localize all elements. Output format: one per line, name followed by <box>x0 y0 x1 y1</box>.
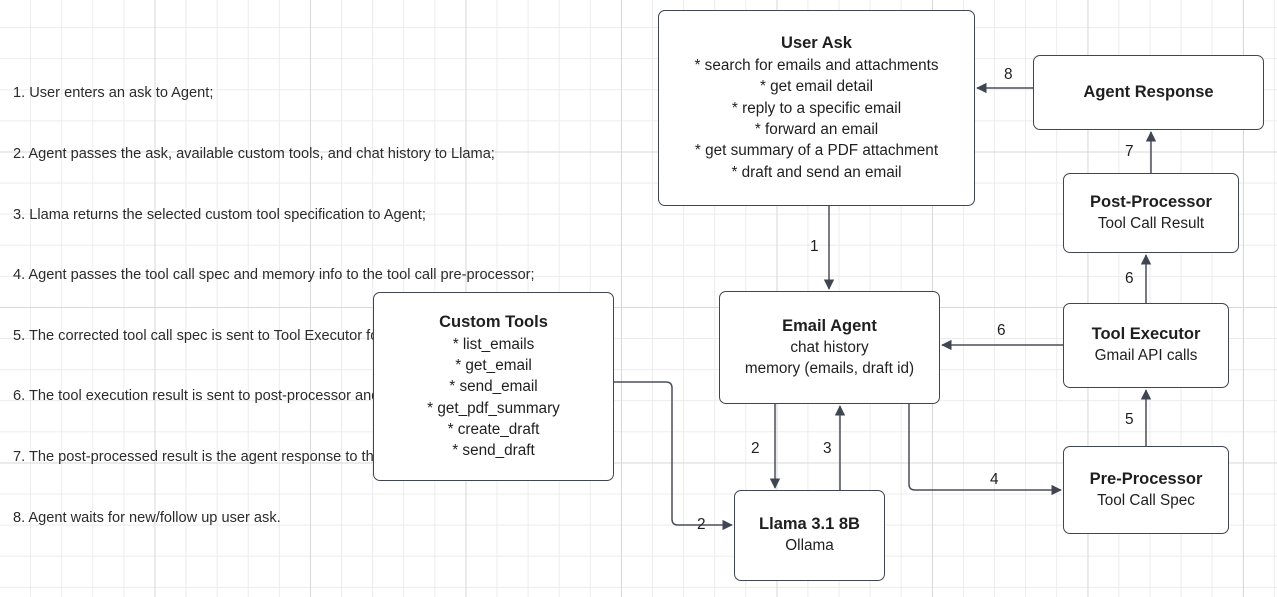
node-llama-title: Llama 3.1 8B <box>759 515 860 534</box>
node-custom-tools-list: * list_emails * get_email * send_email *… <box>427 334 560 462</box>
node-pre-processor-subtitle: Tool Call Spec <box>1097 491 1195 509</box>
list-item: * reply to a specific email <box>731 99 902 117</box>
node-llama-subtitle: Ollama <box>785 537 834 555</box>
list-item: * get email detail <box>759 78 874 96</box>
edge-label-1: 1 <box>810 238 819 255</box>
edge-label-4: 4 <box>990 471 999 488</box>
edge-label-2b: 2 <box>697 516 706 533</box>
list-item: * send_draft <box>452 442 535 460</box>
node-llama[interactable]: Llama 3.1 8B Ollama <box>734 490 885 581</box>
node-user-ask-list: * search for emails and attachments * ge… <box>694 55 938 183</box>
node-tool-executor[interactable]: Tool Executor Gmail API calls <box>1063 303 1229 388</box>
edge-2-custom-tools-to-llama <box>614 381 733 531</box>
node-email-agent-subtitle-1: chat history <box>790 338 869 356</box>
edge-label-2a: 2 <box>751 440 760 457</box>
edge-label-6b: 6 <box>1125 270 1134 287</box>
node-agent-response-title: Agent Response <box>1083 83 1214 101</box>
edge-label-6a: 6 <box>997 322 1006 339</box>
node-post-processor-subtitle: Tool Call Result <box>1097 214 1205 232</box>
edge-label-8: 8 <box>1004 66 1013 83</box>
node-custom-tools[interactable]: Custom Tools * list_emails * get_email *… <box>373 292 614 481</box>
list-item: * get_pdf_summary <box>427 399 560 417</box>
list-item: * forward an email <box>754 121 879 138</box>
node-email-agent[interactable]: Email Agent chat history memory (emails,… <box>719 291 940 404</box>
legend-line-4: 4. Agent passes the tool call spec and m… <box>13 267 535 284</box>
list-item: * draft and send an email <box>731 163 902 181</box>
legend-line-2: 2. Agent passes the ask, available custo… <box>13 146 495 163</box>
node-email-agent-title: Email Agent <box>782 316 877 335</box>
list-item: * create_draft <box>447 420 540 438</box>
node-tool-executor-title: Tool Executor <box>1091 325 1201 344</box>
node-post-processor-title: Post-Processor <box>1090 192 1212 211</box>
legend-line-3: 3. Llama returns the selected custom too… <box>13 206 426 223</box>
node-tool-executor-subtitle: Gmail API calls <box>1094 347 1198 365</box>
legend-line-8: 8. Agent waits for new/follow up user as… <box>13 509 281 526</box>
node-post-processor[interactable]: Post-Processor Tool Call Result <box>1063 173 1239 253</box>
list-item: * get summary of a PDF attachment <box>694 142 939 160</box>
edge-label-5: 5 <box>1125 411 1134 428</box>
legend-line-1: 1. User enters an ask to Agent; <box>13 85 214 102</box>
node-email-agent-subtitle-2: memory (emails, draft id) <box>744 360 915 377</box>
list-item: * list_emails <box>452 335 535 353</box>
node-pre-processor-title: Pre-Processor <box>1089 469 1203 488</box>
legend-steps-list: 1. User enters an ask to Agent; 2. Agent… <box>13 43 551 548</box>
node-pre-processor[interactable]: Pre-Processor Tool Call Spec <box>1063 446 1229 534</box>
node-agent-response[interactable]: Agent Response <box>1033 55 1264 130</box>
edge-label-7: 7 <box>1125 143 1134 160</box>
list-item: * send_email <box>449 378 538 396</box>
node-user-ask[interactable]: User Ask * search for emails and attachm… <box>658 10 975 206</box>
edge-4-email-agent-to-pre-processor <box>908 404 1062 496</box>
node-custom-tools-title: Custom Tools <box>439 312 548 331</box>
list-item: * get_email <box>455 356 532 374</box>
list-item: * search for emails and attachments <box>694 57 939 75</box>
node-user-ask-title: User Ask <box>781 34 852 53</box>
edge-label-3: 3 <box>823 440 832 457</box>
